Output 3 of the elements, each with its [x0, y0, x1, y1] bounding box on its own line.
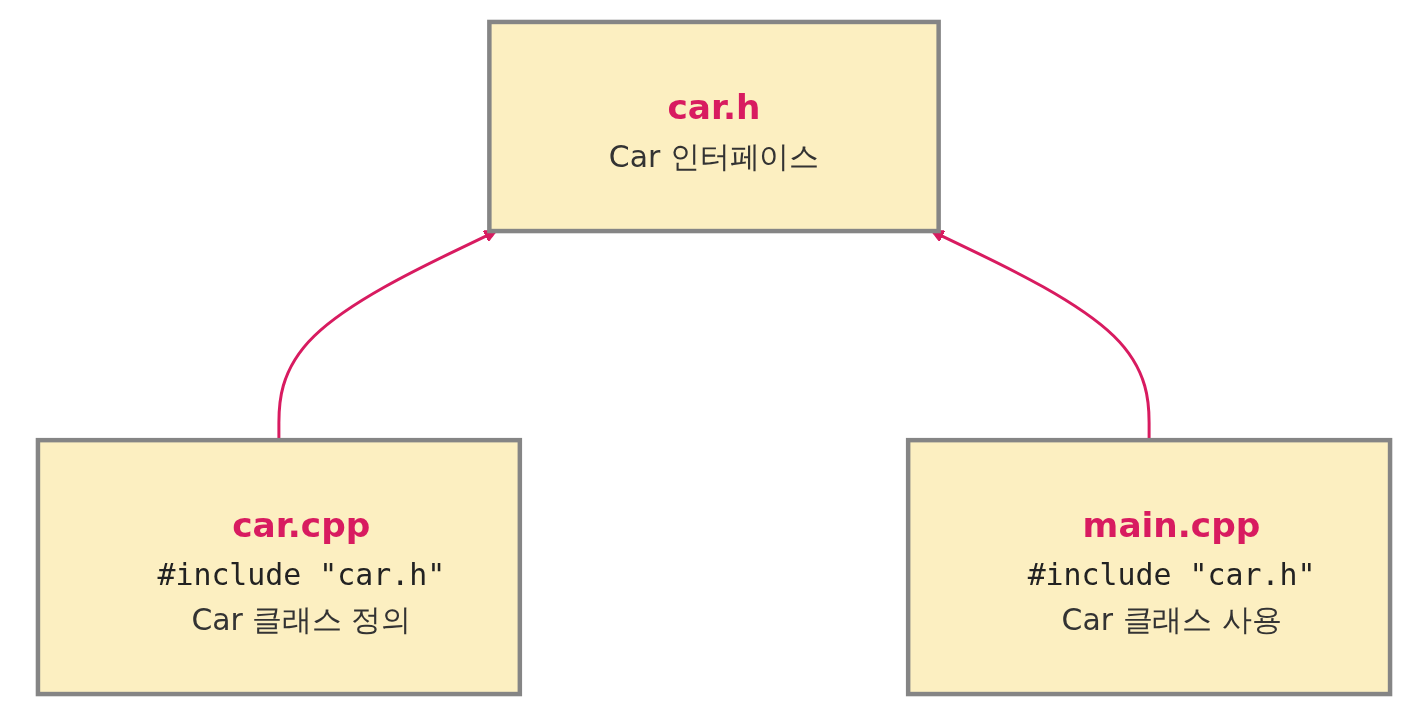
node-box: main.cpp #include "car.h" Car 클래스 사용 — [905, 437, 1392, 697]
node-box: car.h Car 인터페이스 — [486, 19, 941, 234]
node-box: car.cpp #include "car.h" Car 클래스 정의 — [35, 437, 522, 697]
